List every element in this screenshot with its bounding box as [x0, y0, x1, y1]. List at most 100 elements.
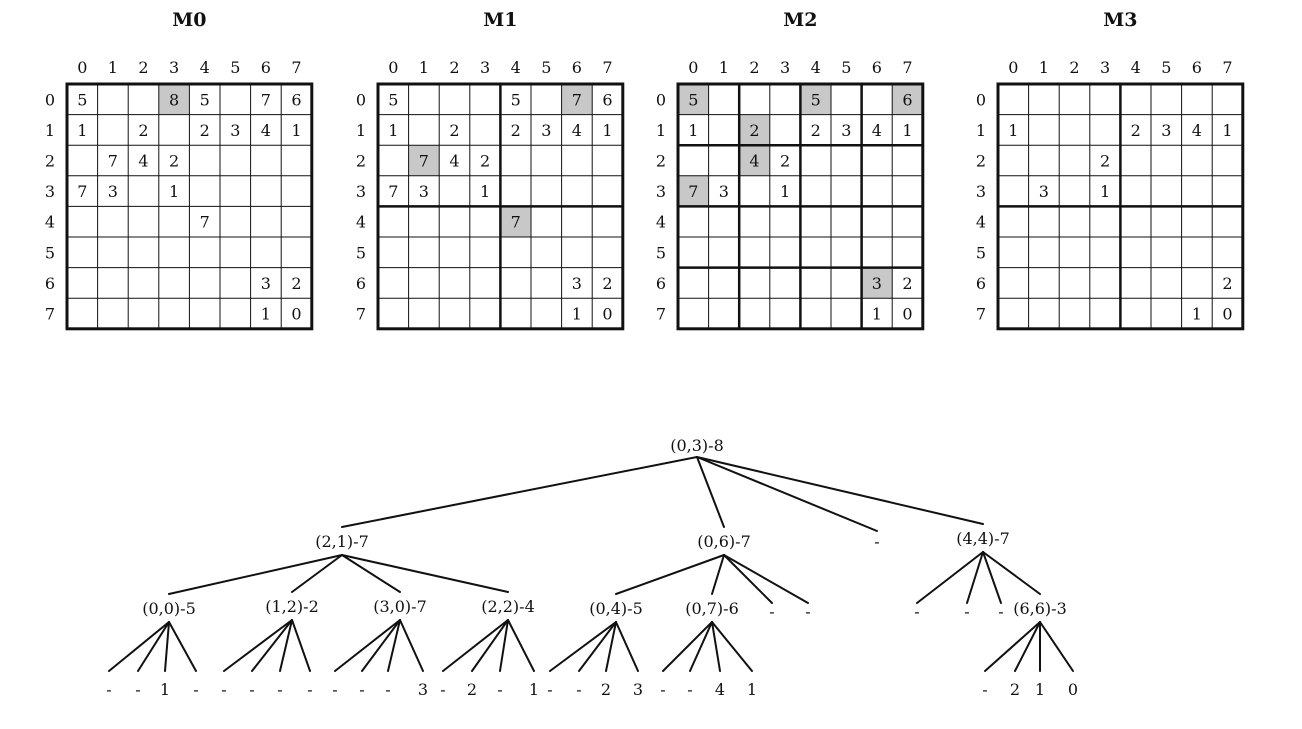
- cell-value: 3: [872, 274, 882, 293]
- tree-edge: [471, 619, 509, 672]
- cell-value: 7: [388, 182, 398, 201]
- row-label: 4: [656, 213, 666, 232]
- highlighted-cell: [678, 175, 709, 207]
- cell-value: 7: [572, 90, 582, 109]
- empty-leaf: -: [385, 680, 390, 699]
- column-label: 3: [480, 58, 490, 77]
- row-label: 3: [356, 182, 366, 201]
- column-label: 7: [902, 58, 912, 77]
- tree-edge: [399, 619, 424, 672]
- cell-value: 7: [419, 152, 429, 171]
- cell-value: 3: [419, 182, 429, 201]
- row-label: 0: [976, 90, 986, 109]
- tree-edge: [334, 619, 401, 672]
- highlighted-cell: [861, 267, 893, 299]
- highlighted-cell: [561, 84, 593, 115]
- cell-value: 8: [169, 90, 179, 109]
- cell-value: 1: [602, 121, 612, 140]
- tree-edge: [982, 551, 1002, 604]
- tree-edge: [578, 621, 617, 672]
- cell-value: 1: [1100, 182, 1110, 201]
- tree-edge: [499, 619, 509, 672]
- column-label: 0: [77, 58, 87, 77]
- tree-edge: [361, 619, 401, 672]
- cell-value: 2: [602, 274, 612, 293]
- leaf-value: 2: [601, 680, 611, 699]
- tree-edge: [711, 621, 721, 672]
- cell-value: 0: [291, 305, 301, 324]
- column-label: 5: [230, 58, 240, 77]
- row-label: 3: [45, 182, 55, 201]
- tree-edge: [696, 456, 878, 532]
- cell-value: 1: [1008, 121, 1018, 140]
- cell-value: 1: [480, 182, 490, 201]
- tree-edge: [982, 551, 1041, 595]
- cell-value: 5: [688, 90, 698, 109]
- tree-edge: [168, 554, 343, 595]
- column-label: 6: [261, 58, 271, 77]
- tree-node: (0,4)-5: [589, 599, 643, 618]
- highlighted-cell: [158, 84, 190, 115]
- row-label: 1: [356, 121, 366, 140]
- column-label: 1: [1039, 58, 1049, 77]
- column-label: 1: [719, 58, 729, 77]
- empty-node: -: [874, 532, 879, 551]
- cell-value: 2: [200, 121, 210, 140]
- highlighted-cell: [892, 84, 923, 115]
- column-label: 3: [1100, 58, 1110, 77]
- empty-node: -: [914, 602, 919, 621]
- cell-value: 1: [169, 182, 179, 201]
- cell-value: 7: [108, 152, 118, 171]
- cell-value: 2: [780, 152, 790, 171]
- tree-node: (2,2)-4: [481, 597, 535, 616]
- empty-leaf: -: [249, 680, 254, 699]
- tree-edge: [442, 619, 509, 672]
- cell-value: 4: [749, 152, 759, 171]
- row-label: 0: [356, 90, 366, 109]
- column-label: 7: [1222, 58, 1232, 77]
- cell-value: 1: [688, 121, 698, 140]
- cell-value: 2: [902, 274, 912, 293]
- row-label: 7: [356, 305, 366, 324]
- cell-value: 5: [511, 90, 521, 109]
- row-label: 7: [656, 305, 666, 324]
- empty-leaf: -: [497, 680, 502, 699]
- cell-value: 3: [1161, 121, 1171, 140]
- row-label: 0: [45, 90, 55, 109]
- empty-leaf: -: [307, 680, 312, 699]
- cell-value: 6: [602, 90, 612, 109]
- cell-value: 2: [138, 121, 148, 140]
- cell-value: 1: [902, 121, 912, 140]
- row-label: 4: [976, 213, 986, 232]
- cell-value: 1: [1192, 305, 1202, 324]
- tree-edge: [251, 619, 293, 672]
- tree-edge: [711, 554, 725, 595]
- column-label: 0: [1008, 58, 1018, 77]
- row-label: 2: [656, 152, 666, 171]
- empty-node: -: [769, 602, 774, 621]
- cell-value: 7: [688, 182, 698, 201]
- highlighted-cell: [500, 206, 531, 237]
- cell-value: 4: [261, 121, 271, 140]
- row-label: 1: [656, 121, 666, 140]
- tree-edge: [341, 456, 698, 528]
- empty-leaf: -: [576, 680, 581, 699]
- row-label: 7: [45, 305, 55, 324]
- tree-edge: [1014, 621, 1041, 672]
- cell-value: 1: [872, 305, 882, 324]
- row-label: 6: [656, 274, 666, 293]
- empty-leaf: -: [277, 680, 282, 699]
- column-label: 0: [388, 58, 398, 77]
- empty-leaf: -: [135, 680, 140, 699]
- tree-edge: [164, 621, 170, 672]
- matrix-border: [996, 82, 1245, 331]
- cell-value: 2: [749, 121, 759, 140]
- tree-edge: [137, 621, 170, 672]
- tree-edges: [108, 456, 1074, 672]
- cell-value: 1: [291, 121, 301, 140]
